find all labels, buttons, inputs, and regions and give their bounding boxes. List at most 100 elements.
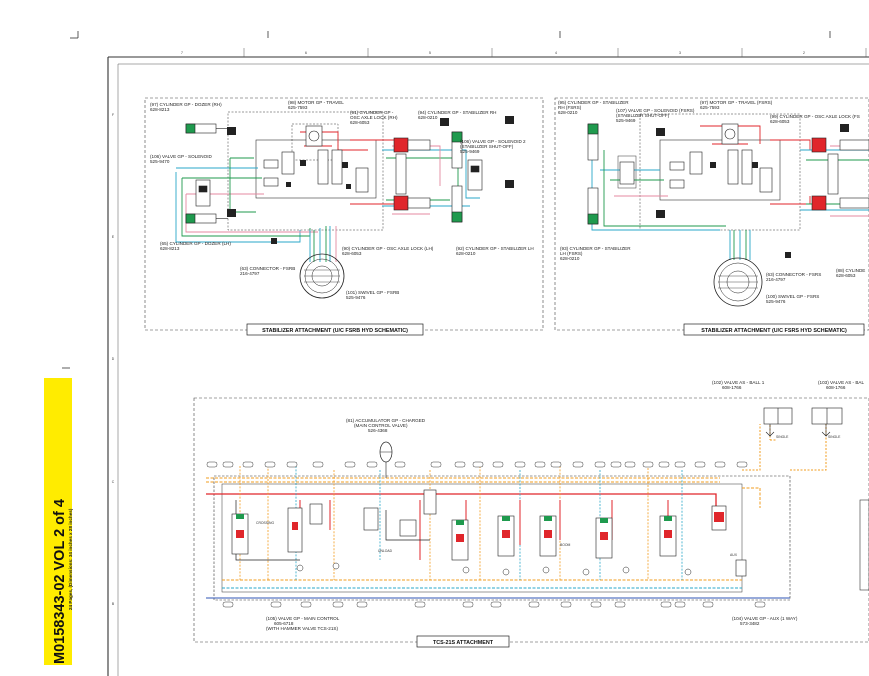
- grid-column-label: 3: [679, 51, 681, 55]
- port-marker: [702, 601, 714, 608]
- stabilizer-fsrs-panel: STABILIZER ATTACHMENT (U/C FSRS HYD SCHE…: [554, 97, 869, 336]
- tcs-callout: UNLOAD: [378, 549, 393, 553]
- port-marker: [332, 601, 344, 608]
- port-marker: [560, 601, 572, 608]
- fsrb-callout: (97) CYLINDER GP - DOZER (RH): [150, 102, 222, 107]
- tcs-callout: 573-3482: [740, 621, 760, 626]
- grid-column-label: 5: [429, 51, 431, 55]
- fsrb-callout: (65) CYLINDER GP - DOZER (LH): [160, 241, 231, 246]
- fsrb-callout: (98) MOTOR GP - TRAVEL: [288, 100, 344, 105]
- port-marker: [624, 461, 636, 468]
- fsrs-callout: (95) CYLINDER GP - STABILIZER: [558, 100, 629, 105]
- port-marker: [286, 461, 298, 468]
- port-marker: [590, 601, 602, 608]
- fsrs-callout: (100) SWIVEL GP - FSRS: [766, 294, 819, 299]
- port-marker: [614, 601, 626, 608]
- grid-row-label: B: [112, 602, 115, 606]
- port-marker: [344, 461, 356, 468]
- tcs-callout: CROSSING: [256, 521, 274, 525]
- fsrs-callout: 525-9476: [766, 299, 786, 304]
- fsrs-callout: 628-6053: [770, 119, 790, 124]
- fsrb-callout: (94) CYLINDER GP - STABILIZER RH: [418, 110, 496, 115]
- grid-row-label: E: [112, 235, 115, 239]
- port-marker: [264, 461, 276, 468]
- fsrb-callout: (91) CYLINDER GP -: [350, 110, 394, 115]
- ball-valve-2: [811, 407, 843, 437]
- fsrb-callout: 525-9470: [150, 159, 170, 164]
- stabilizer-fsrb-panel: STABILIZER ATTACHMENT (U/C FSRB HYD SCHE…: [144, 97, 544, 336]
- tcs-callout: (104) VALVE GP - AUX (1 WAY): [732, 616, 798, 621]
- fsrs-callout: (99) CYLINDER GP - OSC AXLE LOCK (FS: [770, 114, 860, 119]
- fsrs-callout: (63) CONNECTOR - FSRS: [766, 272, 821, 277]
- port-marker: [206, 461, 218, 468]
- fsrs-callout: (88) CYLINDE: [836, 268, 865, 273]
- grid-row-label: F: [112, 113, 114, 117]
- fsrb-callout: (106) VALVE GP - SOLENOID 2: [460, 139, 526, 144]
- fsrs-callout: 628-0210: [558, 110, 578, 115]
- port-marker: [550, 461, 562, 468]
- fsrb-callout: (STABILIZER SHUT-OFF): [460, 144, 514, 149]
- port-marker: [492, 461, 504, 468]
- fsrb-callout: 216-4797: [240, 271, 260, 276]
- fsrb-panel-title: STABILIZER ATTACHMENT (U/C FSRB HYD SCHE…: [262, 328, 408, 334]
- tcs-callout: 608-1766: [722, 385, 742, 390]
- port-marker: [714, 461, 726, 468]
- fsrb-callout: 628-8213: [150, 107, 170, 112]
- port-marker: [222, 601, 234, 608]
- fsrb-callout: 625-7593: [288, 105, 308, 110]
- fsrs-callout: 628-6053: [836, 273, 856, 278]
- tcs-callout: (WITH HAMMER VALVE TCS-21S): [266, 626, 338, 631]
- port-marker: [514, 461, 526, 468]
- tcs-callout: (102) VALVE AS - BALL 1: [712, 380, 765, 385]
- port-marker: [490, 601, 502, 608]
- fsrs-callout: 628-0210: [560, 256, 580, 261]
- port-marker: [300, 601, 312, 608]
- port-marker: [312, 461, 324, 468]
- fsrs-panel-title: STABILIZER ATTACHMENT (U/C FSRS HYD SCHE…: [701, 328, 847, 334]
- document-id-bar: M0158343-02 VOL 2 of 4 24 Pages, (Dimens…: [44, 378, 73, 665]
- grid-column-label: 2: [803, 51, 805, 55]
- port-marker: [242, 461, 254, 468]
- port-marker: [462, 601, 474, 608]
- tcs-callout: SINGLE: [828, 435, 841, 439]
- fsrb-callout: 628-0210: [418, 115, 438, 120]
- port-marker: [694, 461, 706, 468]
- fsrs-callout: (97) MOTOR GP - TRAVEL (FSRS): [700, 100, 773, 105]
- tcs-callout: 526-4368: [368, 428, 388, 433]
- grid-row-labels: F E D C B: [112, 113, 115, 606]
- fsrs-callout: 525-9469: [616, 118, 636, 123]
- grid-column-label: 6: [305, 51, 307, 55]
- tcs-callout: BOOM: [560, 543, 571, 547]
- fsrs-callout: LH (FSRS): [560, 251, 583, 256]
- fsrb-callout: (92) CYLINDER GP - STABILIZER LH: [456, 246, 534, 251]
- document-dimensions: 24 Pages, (Dimensions: 34 inches x 28 in…: [68, 508, 73, 610]
- swivel-fsrb: [299, 253, 345, 299]
- ball-valve-1: [763, 407, 793, 437]
- port-marker: [528, 601, 540, 608]
- port-marker: [454, 461, 466, 468]
- grid-row-label: D: [112, 357, 115, 361]
- port-marker: [356, 601, 368, 608]
- fsrb-callout: (63) CONNECTOR - FSRB: [240, 266, 295, 271]
- fsrb-callout: 628-8213: [160, 246, 180, 251]
- document-id: M0158343-02 VOL 2 of 4: [52, 499, 68, 664]
- fsrb-callout: 628-6053: [350, 120, 370, 125]
- fsrs-callout: 216-4797: [766, 277, 786, 282]
- crop-marks: [62, 31, 831, 369]
- grid-column-label: 4: [555, 51, 557, 55]
- tcs-callout: AUX: [730, 553, 738, 557]
- fsrb-callout: (90) CYLINDER GP - OSC AXLE LOCK (LH): [342, 246, 434, 251]
- port-marker: [572, 461, 584, 468]
- port-marker: [594, 461, 606, 468]
- tcs-callout: (MAIN CONTROL VALVE): [354, 423, 408, 428]
- fsrb-callout: 525-9476: [346, 295, 366, 300]
- port-marker: [366, 461, 378, 468]
- grid-column-label: 7: [181, 51, 183, 55]
- tcs-callout: 608-1766: [826, 385, 846, 390]
- fsrb-callout: OSC AXLE LOCK (RH): [350, 115, 398, 120]
- port-marker: [658, 461, 670, 468]
- grid-column-labels: 7 6 5 4 3 2: [181, 48, 867, 57]
- swivel-fsrs: [713, 257, 763, 307]
- grid-row-label: C: [112, 480, 115, 484]
